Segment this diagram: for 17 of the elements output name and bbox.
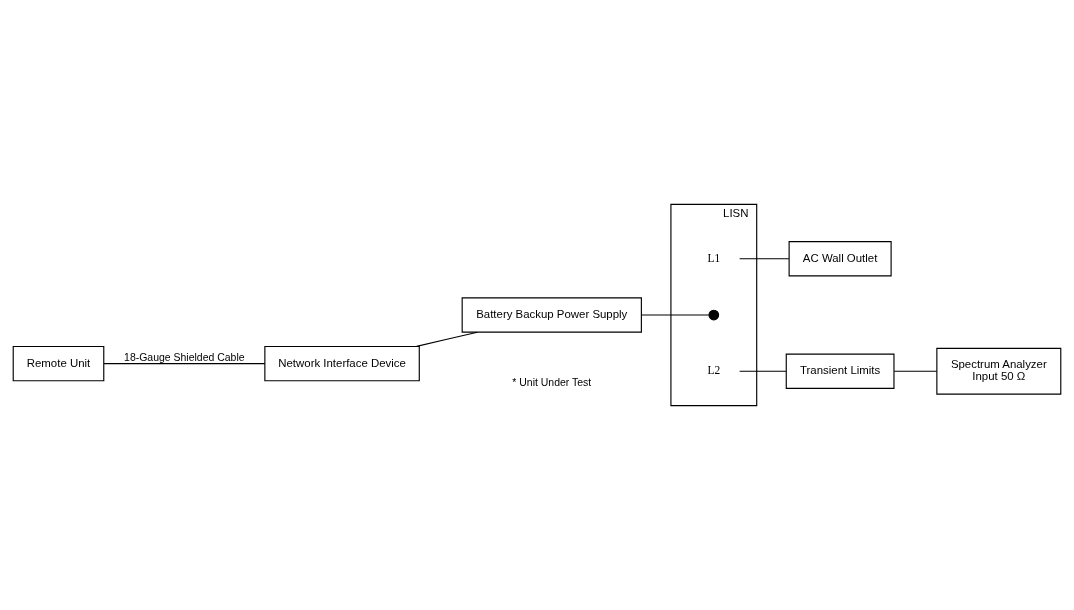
node-text: L1 bbox=[707, 251, 721, 264]
node-box: Battery Backup Power Supply bbox=[461, 297, 642, 333]
edge-label: 18-Gauge Shielded Cable bbox=[124, 351, 245, 363]
label: * Unit Under Test bbox=[512, 377, 592, 389]
connector bbox=[641, 314, 710, 316]
connector bbox=[739, 258, 790, 260]
node-box: AC Wall Outlet bbox=[788, 241, 892, 277]
node-box: Remote Unit bbox=[12, 345, 105, 382]
connector bbox=[893, 370, 938, 372]
connector bbox=[739, 370, 787, 372]
node-box: Network Interface Device bbox=[264, 345, 420, 382]
connector bbox=[416, 331, 478, 347]
node-box: Spectrum Analyzer Input 50 Ω bbox=[936, 347, 1062, 395]
node-text: L2 bbox=[707, 364, 721, 377]
node-circle bbox=[708, 309, 720, 321]
connector bbox=[103, 363, 266, 365]
node-box: Transient Limits bbox=[785, 353, 895, 389]
